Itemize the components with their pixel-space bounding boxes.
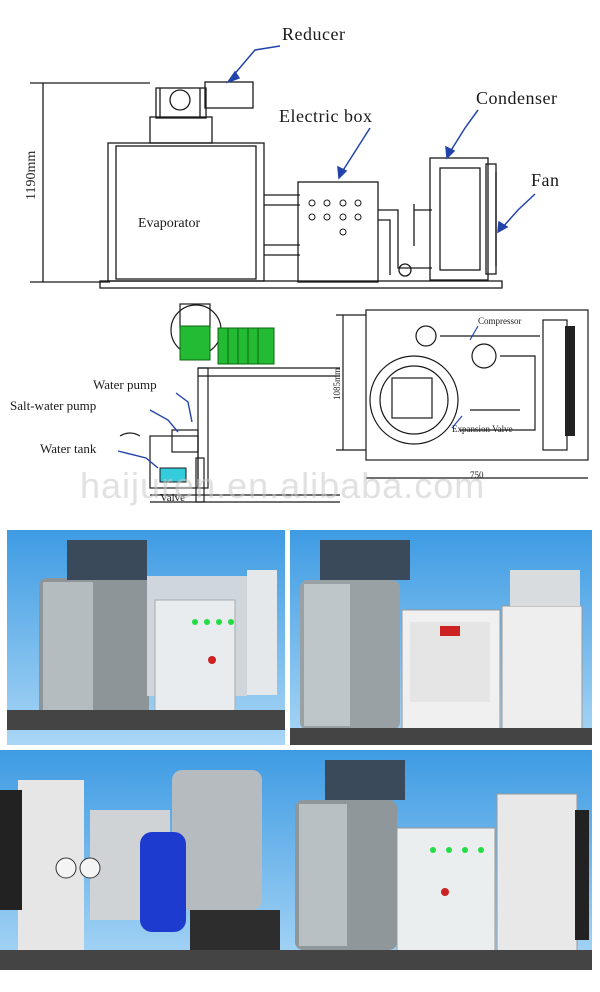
- condenser-label: Condenser: [476, 88, 558, 108]
- reducer-label: Reducer: [282, 24, 346, 44]
- width-dimension-mid: 750: [470, 470, 484, 480]
- side-view-drawing: [30, 45, 536, 289]
- photo-front-left: [7, 530, 285, 745]
- flake-ice-machine-open-box-image: [290, 540, 592, 745]
- expansion-valve-label: Expansion Valve: [452, 424, 513, 434]
- flake-ice-machine-side-image: [285, 760, 592, 970]
- watermark: haijuren.en.alibaba.com: [80, 465, 486, 506]
- flake-ice-machine-image: [7, 540, 285, 730]
- photo-front-right: [290, 530, 592, 745]
- evaporator-label: Evaporator: [138, 216, 201, 231]
- height-dimension-mid: 1085mm: [332, 367, 342, 400]
- water-pump-label: Water pump: [93, 377, 157, 392]
- water-tank-label: Water tank: [40, 441, 97, 456]
- valve-label: Valve: [160, 492, 186, 504]
- flake-ice-machine-compressor-image: [0, 770, 285, 970]
- height-dimension-top: 1190mm: [24, 150, 39, 200]
- fan-label: Fan: [531, 170, 560, 190]
- salt-water-pump-label: Salt-water pump: [10, 398, 97, 413]
- front-and-top-view-drawings: [117, 303, 589, 503]
- compressor-label: Compressor: [478, 316, 522, 326]
- photo-back-right: [285, 750, 592, 970]
- electric-box-label: Electric box: [279, 106, 373, 126]
- photo-back-left: [0, 750, 285, 970]
